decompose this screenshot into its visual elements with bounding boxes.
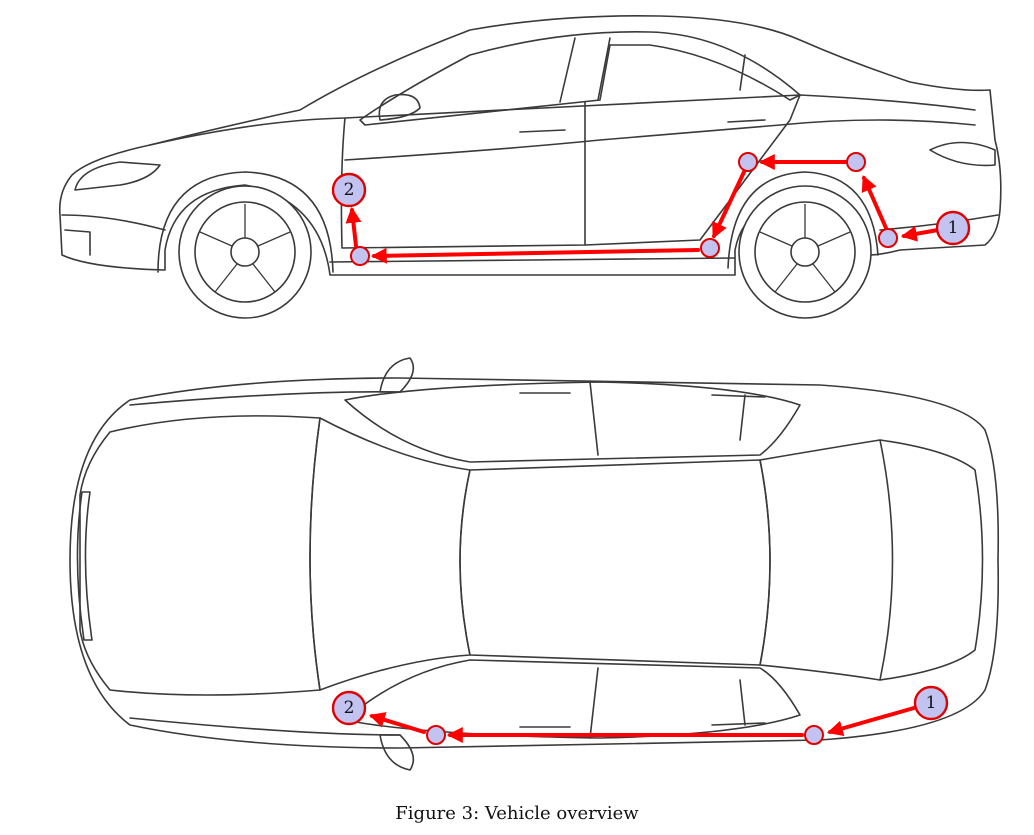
top-end-marker: 2 — [331, 690, 367, 726]
side-waypoint — [738, 152, 758, 172]
top-upper-pillar — [589, 381, 746, 456]
top-roof — [459, 459, 771, 666]
side-tail-light — [929, 141, 996, 167]
top-hood — [79, 415, 321, 696]
side-start-marker: 1 — [935, 210, 971, 246]
top-route-seg-3 — [368, 712, 426, 734]
top-waypoint — [426, 725, 446, 745]
side-b-pillar — [559, 37, 611, 103]
side-route-seg-4 — [712, 170, 746, 239]
side-window-frame — [359, 31, 801, 126]
side-front-handle — [519, 129, 566, 133]
top-route: 1 2 — [331, 685, 949, 745]
side-rear-window-line — [739, 54, 746, 91]
side-start-label: 1 — [948, 218, 959, 238]
side-route-seg-1 — [900, 225, 940, 242]
side-front-bumper — [61, 214, 166, 256]
top-body-outline — [69, 377, 1000, 749]
top-upper-sill — [129, 390, 401, 406]
top-lower-pillar — [589, 667, 746, 739]
top-upper-side-windows — [344, 381, 801, 463]
top-lower-sill — [129, 717, 401, 736]
top-upper-handles — [519, 392, 766, 398]
side-rear-handle — [727, 119, 766, 123]
side-waypoint — [846, 152, 866, 172]
top-waypoint — [804, 725, 824, 745]
top-start-label: 1 — [926, 693, 937, 713]
side-character-line — [344, 119, 976, 161]
side-rocker-line — [329, 257, 736, 263]
side-waypoint — [350, 246, 370, 266]
side-route-seg-2 — [861, 175, 888, 230]
top-start-marker: 1 — [913, 685, 949, 721]
side-rear-wheel — [738, 185, 872, 319]
top-trunk — [879, 439, 984, 681]
side-end-marker: 2 — [331, 172, 367, 208]
side-end-label: 2 — [344, 180, 355, 200]
side-route: 1 2 — [331, 152, 971, 266]
top-lower-mirror — [379, 734, 415, 771]
side-front-wheel — [178, 185, 312, 319]
car-side-view — [58, 14, 1002, 319]
side-front-arch — [157, 171, 334, 273]
top-front-grille — [76, 491, 93, 641]
side-waypoint — [700, 238, 720, 258]
side-mirror — [378, 93, 421, 121]
top-route-seg-1 — [826, 706, 916, 737]
top-lower-side-windows — [344, 659, 801, 739]
top-lower-handles — [519, 722, 766, 728]
side-route-seg-5 — [370, 247, 700, 264]
side-body-outline — [58, 14, 1002, 276]
top-windshield — [309, 417, 471, 691]
top-upper-mirror — [379, 357, 415, 393]
car-top-view — [69, 357, 1000, 771]
top-rear-window — [759, 439, 894, 681]
side-rear-arch — [727, 171, 879, 269]
side-headlight — [74, 161, 161, 191]
figure-caption: Figure 3: Vehicle overview — [395, 803, 639, 824]
side-waypoint — [878, 228, 898, 248]
top-end-label: 2 — [344, 698, 355, 718]
side-route-seg-6 — [345, 206, 362, 248]
